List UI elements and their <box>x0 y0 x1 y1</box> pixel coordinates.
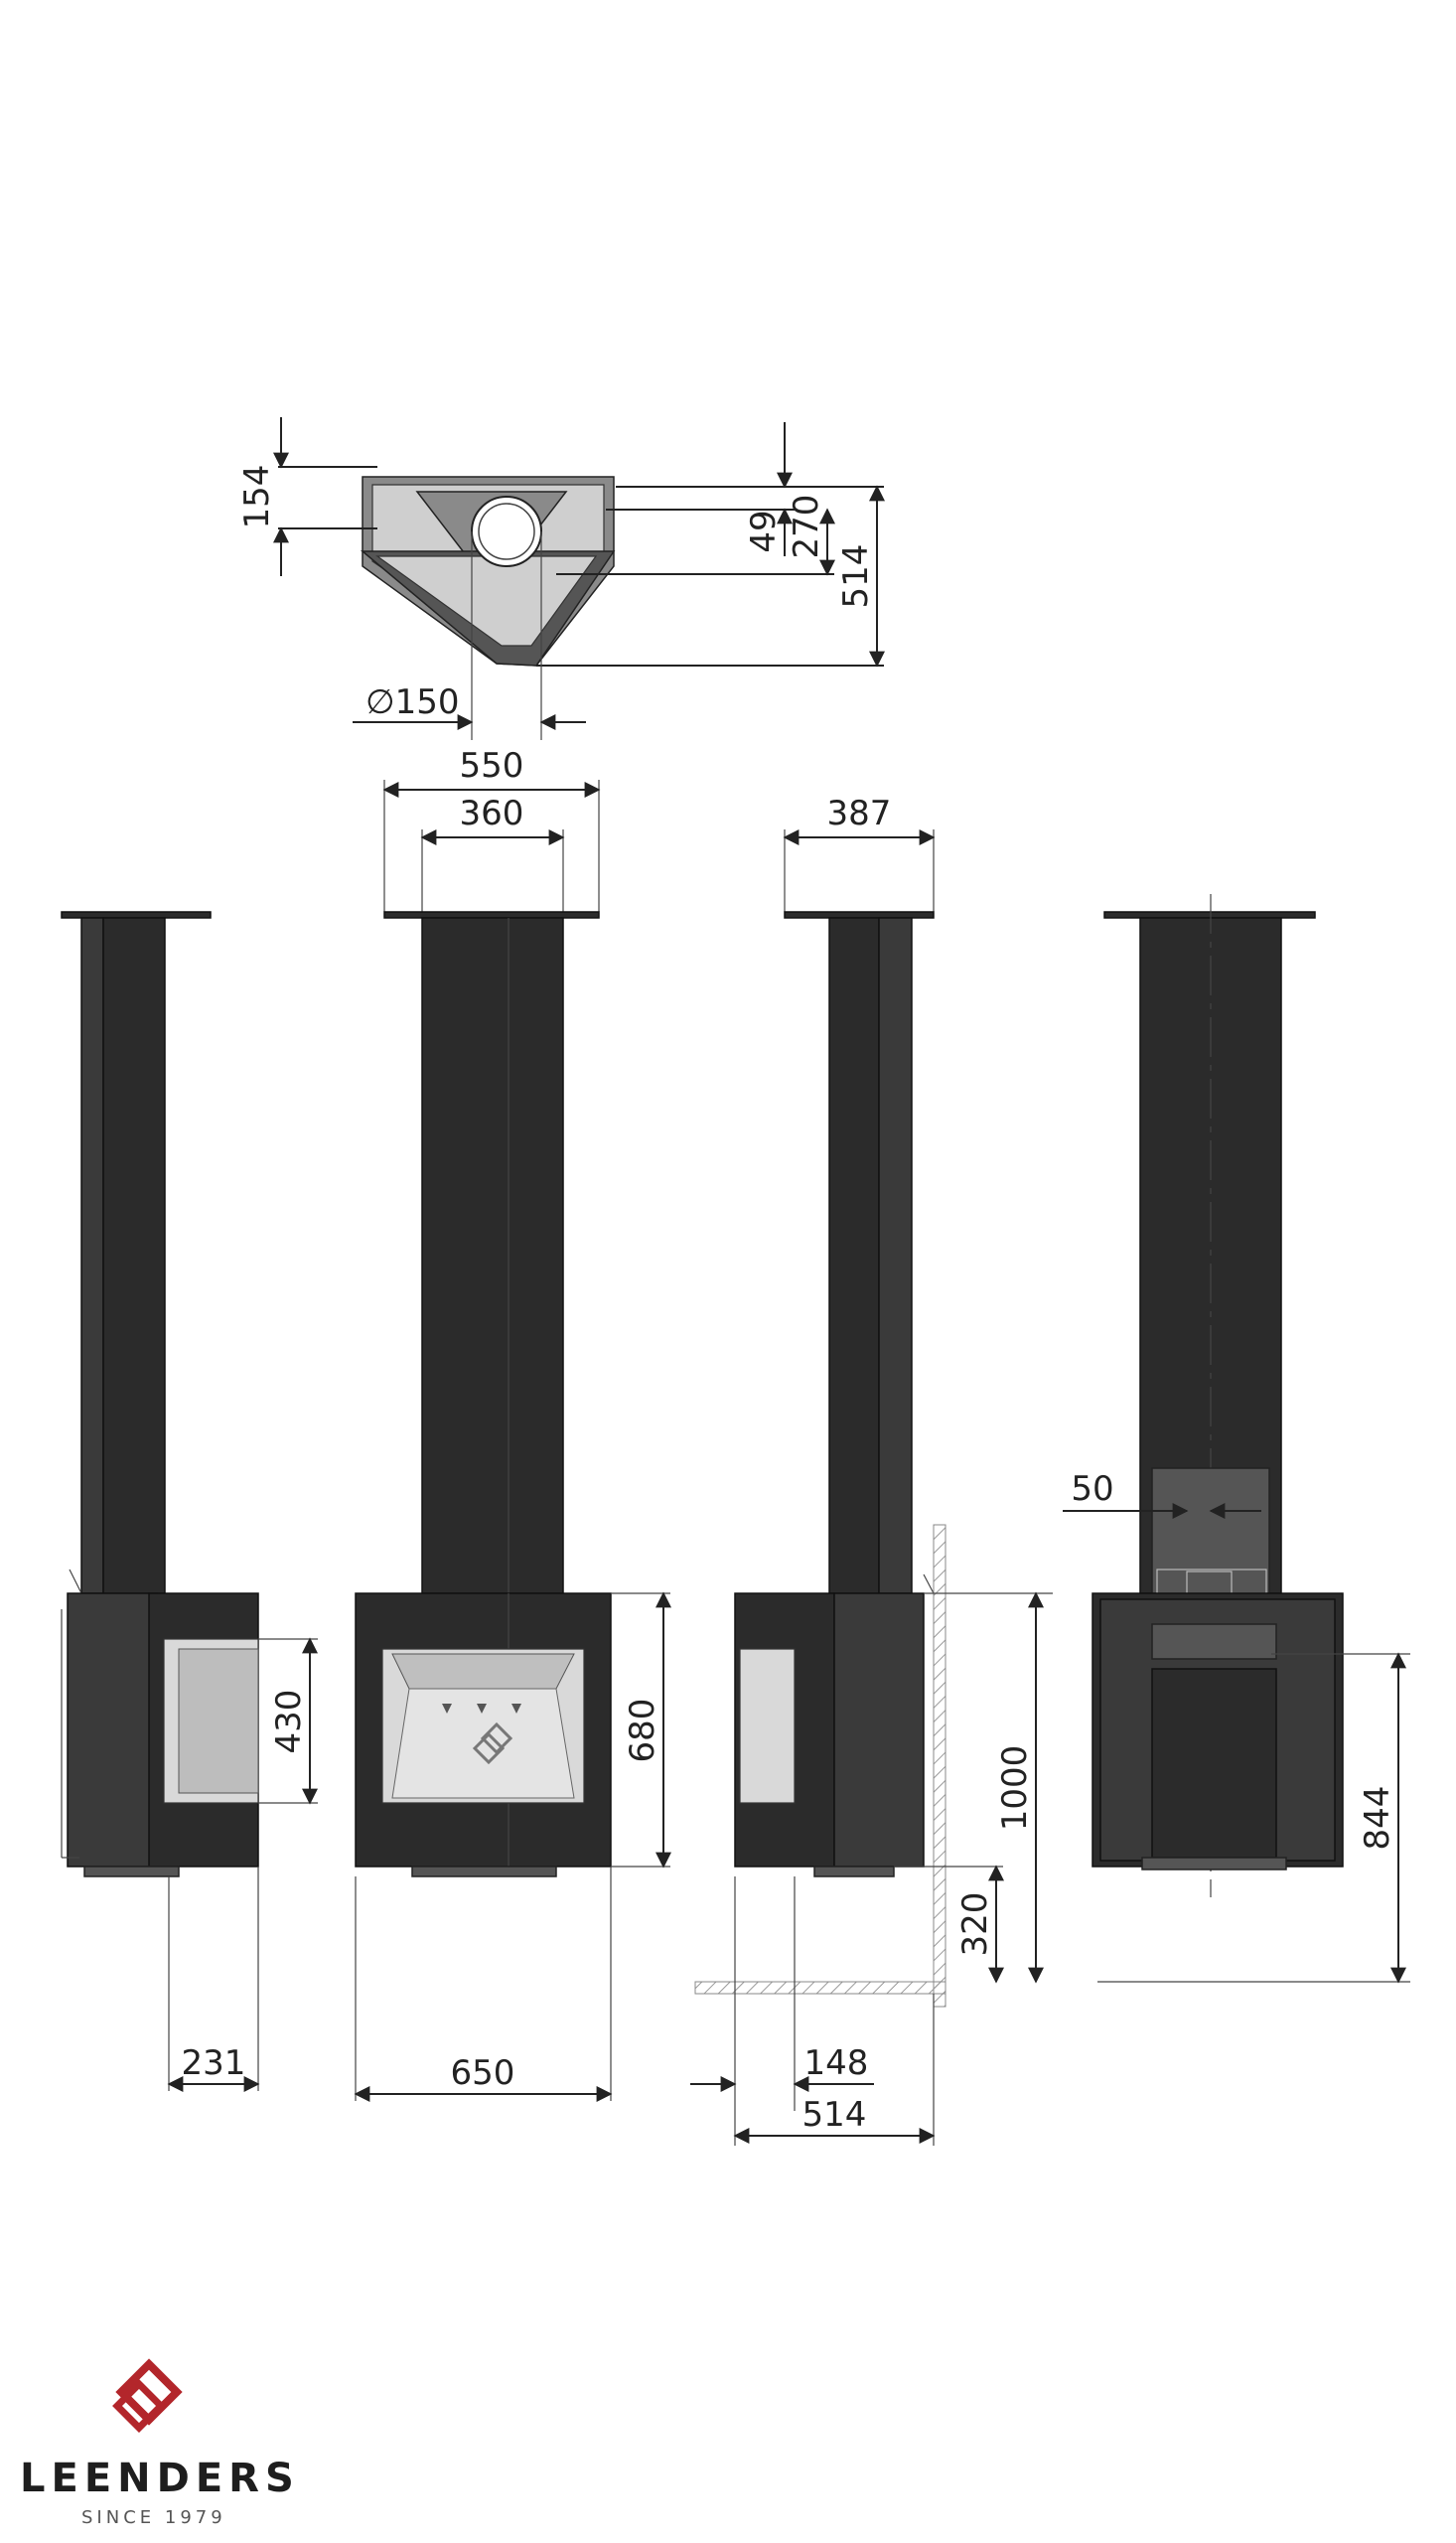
dim-diameter: ∅150 <box>365 682 460 722</box>
dim-650: 650 <box>451 2053 515 2093</box>
ceiling-plate-right <box>784 911 935 919</box>
dim-844: 844 <box>1358 1786 1397 1851</box>
dim-514-top: 514 <box>836 544 876 609</box>
ceiling-plate-back <box>1103 911 1316 919</box>
back-view: 50 844 <box>1063 894 1410 1984</box>
wall-hatch <box>933 1524 946 2008</box>
dim-154: 154 <box>237 465 277 529</box>
leenders-logo: LEENDERS SINCE 1979 <box>20 2358 300 2528</box>
front-logo-icon <box>472 1721 513 1765</box>
dim-514-side: 514 <box>802 2095 867 2135</box>
dim-430: 430 <box>269 1690 309 1754</box>
right-side-view: 1000 320 148 514 <box>690 911 1053 2146</box>
floor-hatch <box>694 1981 946 1995</box>
upper-dimensions: 550 360 387 <box>382 746 936 912</box>
dim-680: 680 <box>623 1699 662 1763</box>
dim-231: 231 <box>182 2043 246 2083</box>
dim-1000: 1000 <box>995 1745 1035 1832</box>
left-side-view: 430 231 <box>61 911 318 2092</box>
ceiling-plate-left <box>61 911 212 919</box>
right-glass <box>739 1648 796 1804</box>
front-view: 680 650 <box>354 911 671 2102</box>
front-flue <box>421 917 564 1594</box>
ceiling-plate-front <box>383 911 600 919</box>
dim-360: 360 <box>460 794 524 833</box>
brand-name: LEENDERS <box>20 2456 300 2501</box>
leenders-logo-icon <box>112 2358 183 2433</box>
dim-320: 320 <box>955 1892 995 1957</box>
dim-387: 387 <box>827 794 892 833</box>
dim-148: 148 <box>804 2043 869 2083</box>
top-view: 154 49 270 514 ∅150 <box>237 417 885 740</box>
brand-since: SINCE 1979 <box>81 2507 226 2528</box>
dim-49: 49 <box>744 510 784 552</box>
dim-550: 550 <box>460 746 524 786</box>
dim-270: 270 <box>787 495 826 559</box>
dim-50: 50 <box>1071 1469 1113 1509</box>
